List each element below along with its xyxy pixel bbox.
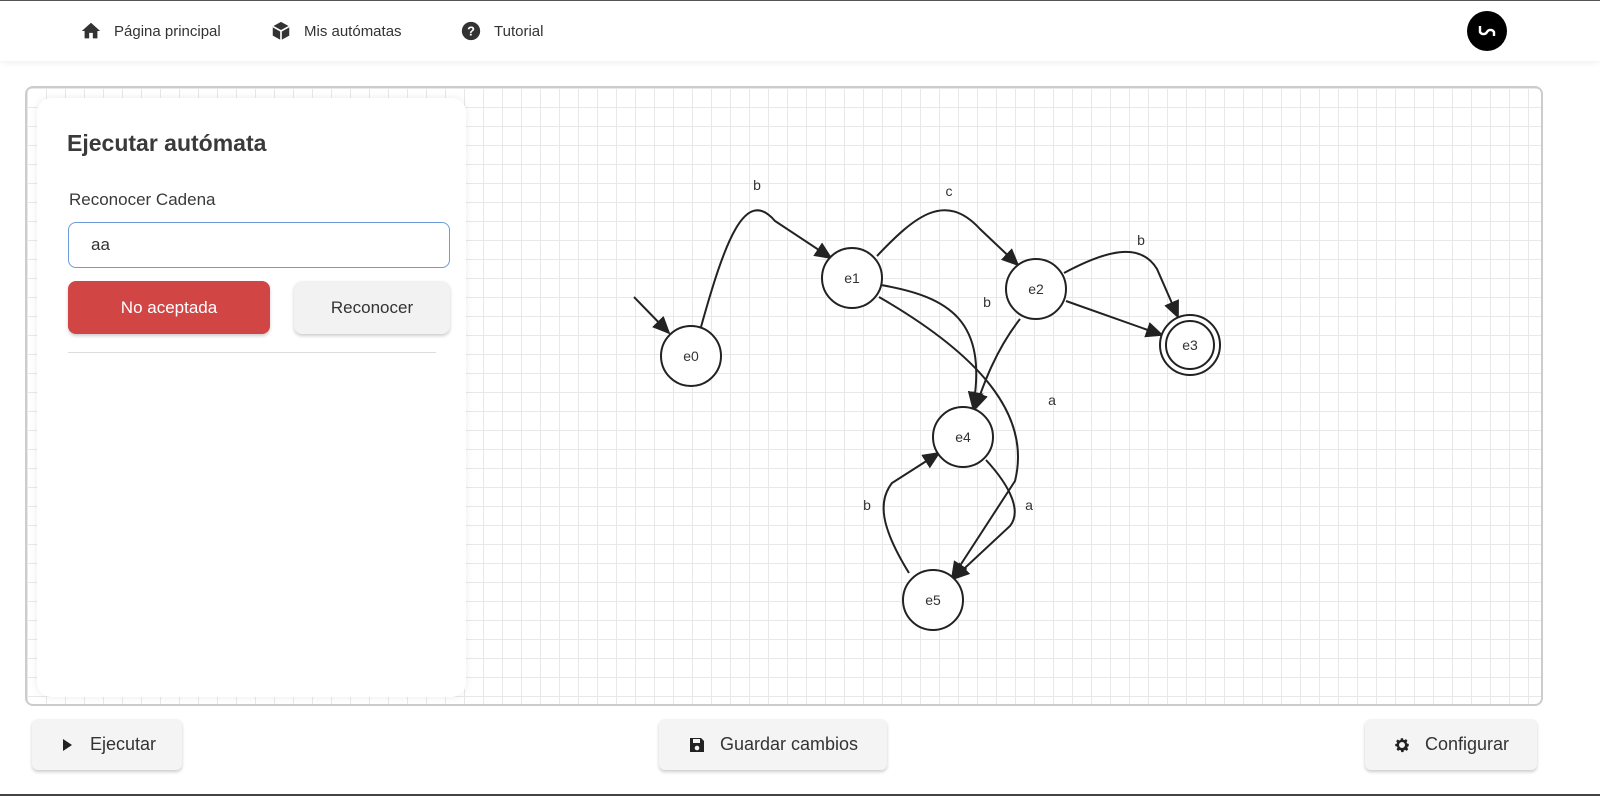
transition-e1-e4 bbox=[880, 284, 984, 410]
logo-icon bbox=[1478, 26, 1496, 36]
transition-e1-e2 bbox=[876, 209, 1020, 267]
svg-text:?: ? bbox=[467, 24, 475, 39]
home-icon bbox=[81, 22, 101, 39]
initial-arrow bbox=[633, 296, 671, 335]
run-panel: Ejecutar autómata Reconocer Cadena No ac… bbox=[37, 98, 466, 697]
save-icon bbox=[689, 737, 704, 752]
state-e5[interactable] bbox=[902, 569, 964, 631]
transition-e5-e4 bbox=[882, 451, 941, 574]
divider bbox=[68, 352, 436, 353]
run-button-label: Ejecutar bbox=[89, 734, 157, 754]
state-e4[interactable] bbox=[932, 406, 994, 468]
state-e1[interactable] bbox=[821, 247, 883, 309]
result-button[interactable]: No aceptada bbox=[68, 281, 270, 334]
state-e0[interactable] bbox=[660, 325, 722, 387]
recognize-label: Reconocer Cadena bbox=[69, 190, 216, 209]
transition-label: c bbox=[946, 183, 953, 199]
state-e3-final-ring bbox=[1165, 320, 1215, 370]
save-button[interactable]: Guardar cambios bbox=[659, 719, 887, 770]
transition-label: a bbox=[1025, 497, 1033, 513]
recognize-button[interactable]: Reconocer bbox=[294, 281, 450, 334]
run-button[interactable]: Ejecutar bbox=[32, 719, 182, 770]
string-input[interactable] bbox=[68, 222, 450, 268]
config-button[interactable]: Configurar bbox=[1365, 719, 1537, 770]
state-label: e0 bbox=[683, 348, 699, 364]
transition-label: b bbox=[863, 497, 871, 513]
cube-icon bbox=[272, 21, 290, 41]
nav-tutorial[interactable]: ? Tutorial bbox=[460, 20, 543, 42]
transition-e4-e5 bbox=[951, 459, 1016, 581]
state-e2[interactable] bbox=[1005, 258, 1067, 320]
nav-home[interactable]: Página principal bbox=[80, 20, 221, 42]
top-nav: Página principal Mis autómatas ? Tutoria… bbox=[0, 1, 1600, 61]
transition-e2-e3 bbox=[1065, 300, 1164, 338]
nav-home-label: Página principal bbox=[114, 22, 221, 40]
transition-e1-e5 bbox=[878, 296, 1019, 580]
gear-icon bbox=[1395, 737, 1409, 752]
transition-e0-e1 bbox=[700, 209, 833, 328]
nav-tutorial-label: Tutorial bbox=[494, 22, 544, 40]
state-label: e5 bbox=[925, 592, 941, 608]
transition-label: b bbox=[1137, 232, 1145, 248]
nav-my-automata[interactable]: Mis autómatas bbox=[270, 20, 402, 42]
config-button-label: Configurar bbox=[1424, 734, 1510, 754]
state-label: e2 bbox=[1028, 281, 1044, 297]
state-label: e1 bbox=[844, 270, 860, 286]
state-label: e3 bbox=[1182, 337, 1198, 353]
transition-label: a bbox=[1048, 392, 1056, 408]
play-icon bbox=[62, 738, 72, 751]
transition-label: b bbox=[753, 177, 761, 193]
state-label: e4 bbox=[955, 429, 971, 445]
transition-e2-e4 bbox=[972, 318, 1021, 411]
save-button-label: Guardar cambios bbox=[719, 734, 859, 754]
transition-label: b bbox=[983, 294, 991, 310]
help-icon: ? bbox=[461, 21, 481, 41]
transition-e2-e3-b bbox=[1063, 250, 1179, 319]
bottom-border bbox=[0, 794, 1600, 796]
nav-my-automata-label: Mis autómatas bbox=[304, 22, 402, 40]
user-avatar[interactable] bbox=[1467, 11, 1507, 51]
panel-title: Ejecutar autómata bbox=[67, 130, 267, 156]
